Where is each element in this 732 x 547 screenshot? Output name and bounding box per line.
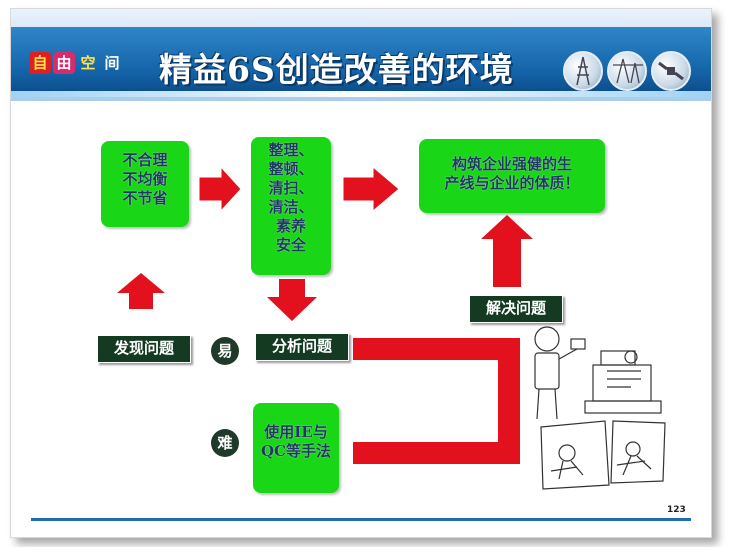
- problem-text: 不节省: [122, 189, 168, 207]
- slide-header: 自 由 空 间 精益6S创造改善的环境: [11, 9, 711, 101]
- methods-node: 使用IE与 QC等手法: [253, 403, 339, 493]
- power-line-icon: [607, 51, 647, 91]
- six-s-node: 整理、 整顿、 清扫、 清洁、 素养 安全: [251, 137, 331, 275]
- six-s-text: 安全: [275, 236, 306, 254]
- arrow-right-1: [198, 165, 242, 213]
- logo-char: 自: [29, 52, 51, 74]
- result-node: 构筑企业强健的生 产线与企业的体质！: [419, 139, 605, 213]
- logo-char: 间: [104, 54, 120, 72]
- footer-line: [31, 518, 691, 521]
- worker-cartoon-illustration: [534, 326, 666, 490]
- easy-badge: 易: [211, 337, 239, 365]
- problems-node: 不合理 不均衡 不节省: [101, 141, 189, 227]
- page-title: 精益6S创造改善的环境: [159, 50, 514, 89]
- result-text: 产线与企业的体质！: [444, 174, 580, 192]
- logo-char: 空: [80, 54, 96, 72]
- header-stripe: [11, 91, 711, 97]
- methods-text: 使用IE与: [264, 423, 328, 441]
- logo: 自 由 空 间: [29, 49, 123, 77]
- methods-text: QC等手法: [260, 442, 331, 460]
- find-problem-label: 发现问题: [97, 335, 191, 363]
- problem-text: 不合理: [122, 151, 168, 169]
- red-bracket-connector: [353, 338, 520, 464]
- solve-problem-label: 解决问题: [469, 295, 563, 323]
- slide: 自 由 空 间 精益6S创造改善的环境 不合理 不均衡 不节: [10, 8, 712, 538]
- logo-char: 由: [53, 52, 75, 74]
- six-s-text: 素养: [275, 217, 306, 235]
- result-text: 构筑企业强健的生: [451, 155, 572, 173]
- six-s-text: 整理、: [268, 141, 314, 159]
- arrow-down-analyze: [267, 279, 317, 321]
- page-number: 123: [667, 505, 686, 515]
- six-s-text: 整顿、: [268, 160, 314, 178]
- six-s-text: 清洁、: [268, 198, 314, 216]
- problem-text: 不均衡: [122, 170, 168, 188]
- power-tower-icon: [563, 51, 603, 91]
- satellite-icon: [651, 51, 691, 91]
- hard-badge: 难: [211, 429, 239, 457]
- six-s-text: 清扫、: [268, 179, 314, 197]
- arrow-up-find: [117, 273, 165, 309]
- analyze-problem-label: 分析问题: [255, 333, 349, 361]
- arrow-right-2: [342, 165, 400, 213]
- arrow-up-solve: [481, 215, 533, 287]
- flow-arrows: [117, 165, 533, 464]
